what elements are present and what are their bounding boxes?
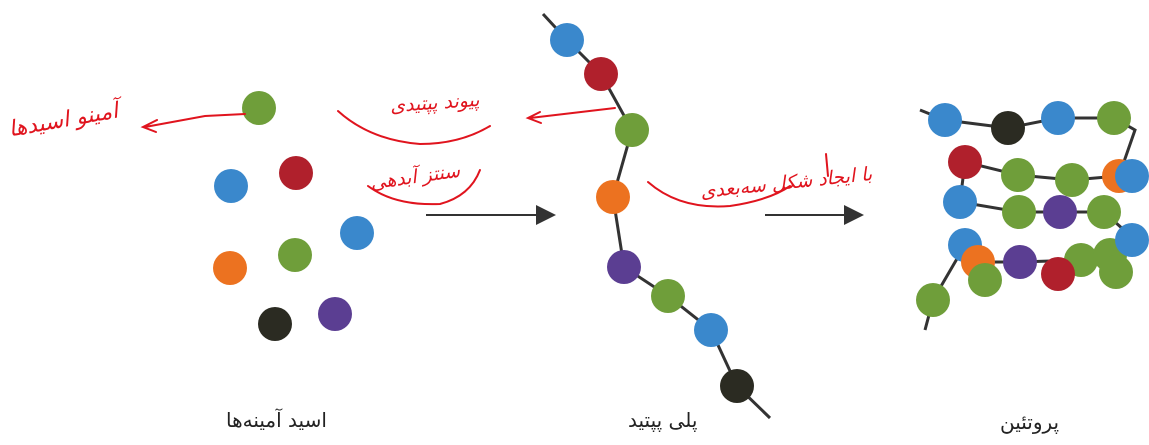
amino-acid-bead xyxy=(318,297,352,331)
protein-bead xyxy=(968,263,1002,297)
amino-acid-bead xyxy=(213,251,247,285)
amino-acid-bead xyxy=(258,307,292,341)
protein-bead xyxy=(1115,159,1149,193)
amino-acid-bead xyxy=(279,156,313,190)
protein-bead xyxy=(1043,195,1077,229)
protein-caption: پروتئین xyxy=(1000,410,1060,434)
protein-bead xyxy=(1099,255,1133,289)
protein-backbone xyxy=(919,108,1138,331)
protein-bead xyxy=(1041,257,1075,291)
protein-bead xyxy=(1087,195,1121,229)
protein-bead xyxy=(1041,101,1075,135)
protein-bead xyxy=(1002,195,1036,229)
amino-acid-bead xyxy=(242,91,276,125)
polypeptide-bead xyxy=(720,369,754,403)
fold-tick xyxy=(825,153,829,177)
protein-bead xyxy=(948,145,982,179)
protein-bead xyxy=(1055,163,1089,197)
protein-bead xyxy=(991,111,1025,145)
protein-bead xyxy=(1115,223,1149,257)
dehydration-underline xyxy=(367,169,481,206)
polypeptide-bead xyxy=(584,57,618,91)
fold-underline xyxy=(647,181,791,208)
polypeptide-bead xyxy=(694,313,728,347)
polypeptide-bead xyxy=(596,180,630,214)
protein-bead xyxy=(943,185,977,219)
protein-bead xyxy=(1003,245,1037,279)
protein-structure xyxy=(916,101,1149,331)
amino-acid-bead xyxy=(278,238,312,272)
peptide-backbone xyxy=(541,12,772,420)
amino-acid-group xyxy=(213,91,374,341)
polypeptide-bead xyxy=(607,250,641,284)
annotation-arrow-amino xyxy=(140,113,246,133)
handwritten-marks xyxy=(140,107,829,208)
amino-acids-caption: اسید آمینه‌ها xyxy=(226,408,327,432)
polypeptide-caption: پلی پپتید xyxy=(628,408,698,432)
protein-bead xyxy=(1097,101,1131,135)
annotation-arrow-peptide xyxy=(525,107,616,124)
polypeptide-bead xyxy=(550,23,584,57)
protein-bead xyxy=(916,283,950,317)
protein-bead xyxy=(928,103,962,137)
polypeptide-bead xyxy=(651,279,685,313)
amino-acid-bead xyxy=(340,216,374,250)
peptide-underline xyxy=(337,110,491,146)
polypeptide-bead xyxy=(615,113,649,147)
protein-bead xyxy=(1001,158,1035,192)
polypeptide-chain xyxy=(541,12,772,420)
amino-acid-bead xyxy=(214,169,248,203)
